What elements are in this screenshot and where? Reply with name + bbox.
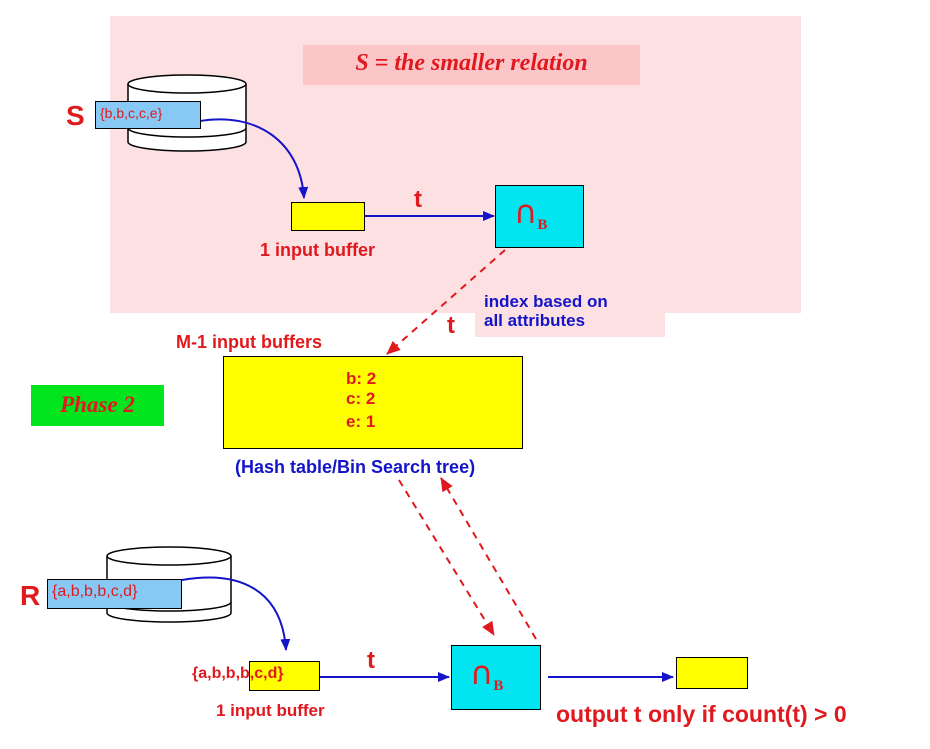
r-input-buffer [249,661,320,691]
update-dashed-arrow [440,477,537,640]
s-tuple-label: t [414,186,422,213]
index-note-panel [475,285,665,337]
r-tuples-chip: {a,b,b,b,c,d} [47,579,182,609]
insert-dashed-arrow [386,249,506,355]
r-op-symbol: ∩ [470,654,494,692]
s-intersect-icon: ∩B [514,194,547,243]
r-intersect-operator [451,645,541,710]
output-condition: output t only if count(t) > 0 [556,701,847,727]
smaller-relation-note-box [303,45,640,85]
hash-entry: b: 2 [346,369,377,388]
r-read-arrow [181,576,291,651]
hash-table-title: M-1 input buffers [176,332,322,352]
index-note: index based on all attributes [484,292,608,330]
s-read-arrow [199,118,309,199]
s-intersect-operator [495,185,584,248]
lookup-dashed-arrow [398,479,495,636]
s-op-subscript: B [537,217,548,233]
r-op-subscript: B [493,678,504,694]
r-relation-label: R [20,580,41,611]
s-relation-label: S [66,100,85,131]
s-op-symbol: ∩ [514,193,538,231]
hash-table-caption: (Hash table/Bin Search tree) [235,457,476,477]
hash-entry: c: 2 [346,389,376,408]
r-intersect-icon: ∩B [470,655,503,704]
transfer-label: t [447,312,455,339]
r-buffer-label: 1 input buffer [216,701,325,720]
output-buffer [676,657,748,689]
smaller-relation-note: S = the smaller relation [355,50,588,76]
r-buffer-tuples: {a,b,b,b,c,d} [192,665,284,682]
phase-label: Phase 2 [60,392,135,417]
r-tuple-label: t [367,647,375,674]
s-input-buffer [291,202,365,231]
hash-entry: e: 1 [346,412,376,431]
s-tuples-chip: {b,b,c,c,e} [95,101,201,129]
s-buffer-label: 1 input buffer [260,240,375,260]
phase-badge [31,385,164,426]
hash-table [223,356,523,449]
